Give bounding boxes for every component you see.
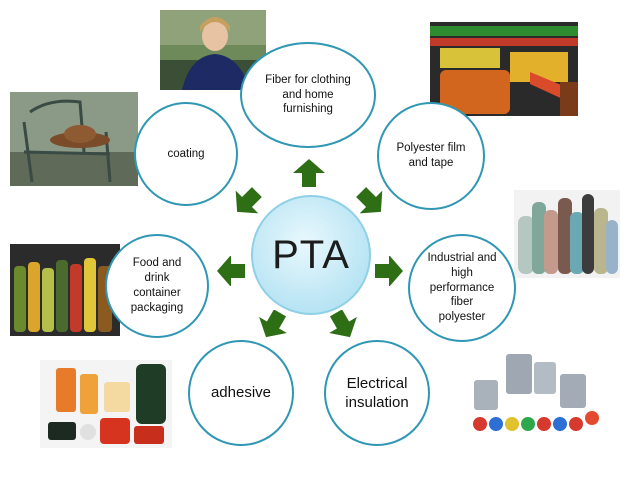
- node-food-packaging-label: Food and drink container packaging: [131, 256, 183, 316]
- electrical-sockets-photo: [462, 350, 606, 436]
- woman-portrait-photo: [160, 10, 266, 90]
- arrow-to-industrial-icon: [375, 256, 403, 286]
- pta-center-hub: PTA: [251, 195, 371, 315]
- label-line: polyester: [438, 311, 486, 324]
- arrow-to-adhesive-icon: [259, 310, 287, 338]
- label-line: Electrical: [346, 374, 408, 392]
- node-polyester-film-label: Polyester film and tape: [396, 141, 465, 171]
- label-line: fiber: [450, 296, 474, 309]
- label-line: Fiber for clothing: [265, 73, 351, 86]
- chair-with-hat-photo: [10, 92, 138, 186]
- label-line: performance: [429, 281, 495, 294]
- arrow-to-film-icon: [356, 187, 383, 214]
- node-polyester-film: Polyester film and tape: [377, 102, 485, 210]
- label-line: drink: [144, 272, 170, 285]
- adhesive-tubes-photo: [40, 360, 172, 448]
- label-line: container: [133, 287, 181, 299]
- node-food-packaging: Food and drink container packaging: [105, 234, 209, 338]
- node-adhesive: adhesive: [188, 340, 294, 446]
- bottles-photo: [10, 244, 120, 336]
- label-line: high: [451, 266, 473, 279]
- label-line: Industrial and: [427, 251, 497, 264]
- node-coating-label: coating: [167, 147, 204, 162]
- arrow-to-coating-icon: [235, 187, 262, 214]
- pta-center-label: PTA: [272, 232, 350, 277]
- label-line: and home: [282, 88, 334, 101]
- label-line: adhesive: [210, 384, 272, 402]
- node-electrical-insulation-label: Electrical insulation: [345, 374, 408, 413]
- node-industrial-fiber: Industrial and high performance fiber po…: [408, 234, 516, 342]
- node-electrical-insulation: Electrical insulation: [324, 340, 430, 446]
- arrow-to-electrical-icon: [329, 310, 357, 338]
- node-fiber-clothing-label: Fiber for clothing and home furnishing: [265, 73, 351, 118]
- arrow-to-fiber-icon: [293, 159, 325, 187]
- label-line: coating: [167, 147, 205, 160]
- label-line: Food and: [132, 257, 182, 270]
- polyester-tape-rolls-photo: [430, 22, 578, 116]
- node-adhesive-label: adhesive: [211, 383, 271, 403]
- label-line: packaging: [130, 301, 184, 314]
- yarn-spools-photo: [514, 190, 620, 278]
- label-line: Polyester film: [396, 142, 466, 155]
- node-fiber-clothing: Fiber for clothing and home furnishing: [240, 42, 376, 148]
- arrow-to-food-icon: [217, 256, 245, 286]
- label-line: furnishing: [283, 103, 333, 116]
- label-line: and tape: [408, 157, 454, 169]
- label-line: insulation: [345, 394, 409, 411]
- node-coating: coating: [134, 102, 238, 206]
- node-industrial-fiber-label: Industrial and high performance fiber po…: [427, 251, 496, 326]
